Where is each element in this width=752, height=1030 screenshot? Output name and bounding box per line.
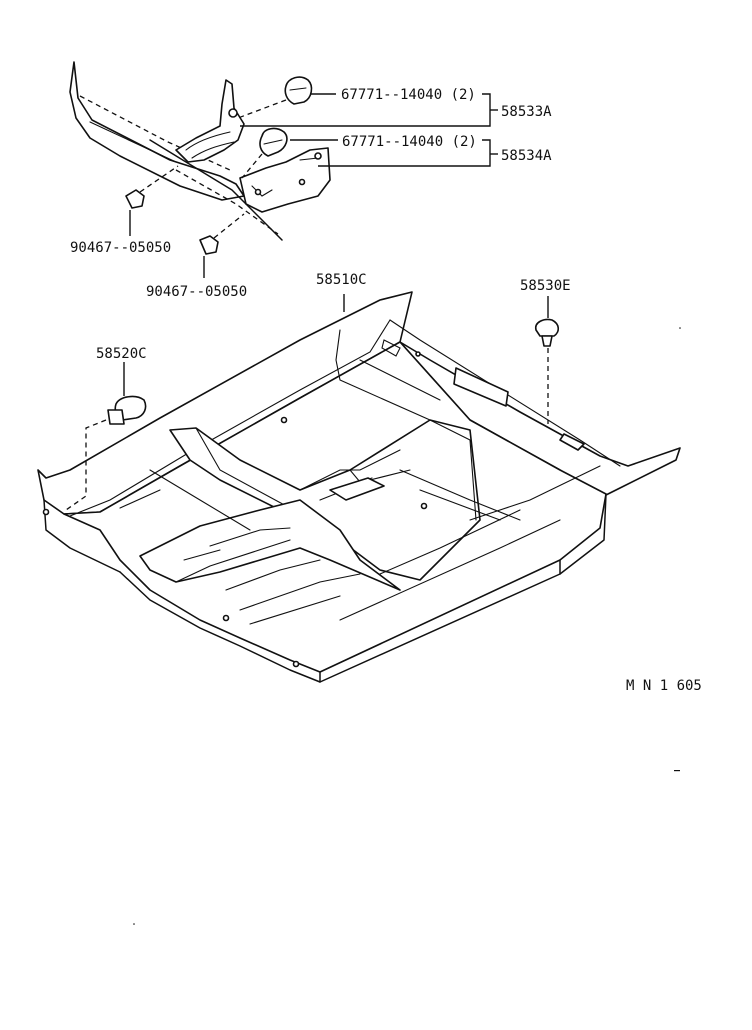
front-panel-section [69,61,283,241]
label-67771-upper: 67771--14040 (2) [341,87,476,103]
clip-67771-lower [241,127,288,179]
label-90467-left: 90467--05050 [70,240,171,256]
clip-67771-upper [237,76,313,119]
label-58534A: 58534A [501,148,552,164]
leader-lines [123,93,549,396]
fastener-90467-right [199,213,245,255]
label-58510C: 58510C [316,272,367,288]
bracket-58533A [175,79,245,163]
label-58530E: 58530E [520,278,571,294]
label-58533A: 58533A [501,104,552,120]
label-67771-lower: 67771--14040 (2) [342,134,477,150]
fastener-90467-left [125,165,179,209]
diagram-code: M N 1 605 [626,678,702,694]
plug-58530E [534,318,560,424]
clip-58520C [65,395,147,511]
label-90467-right: 90467--05050 [146,284,247,300]
floor-pan-58510C [37,291,681,683]
bracket-58534A [239,147,331,213]
label-58520C: 58520C [96,346,147,362]
